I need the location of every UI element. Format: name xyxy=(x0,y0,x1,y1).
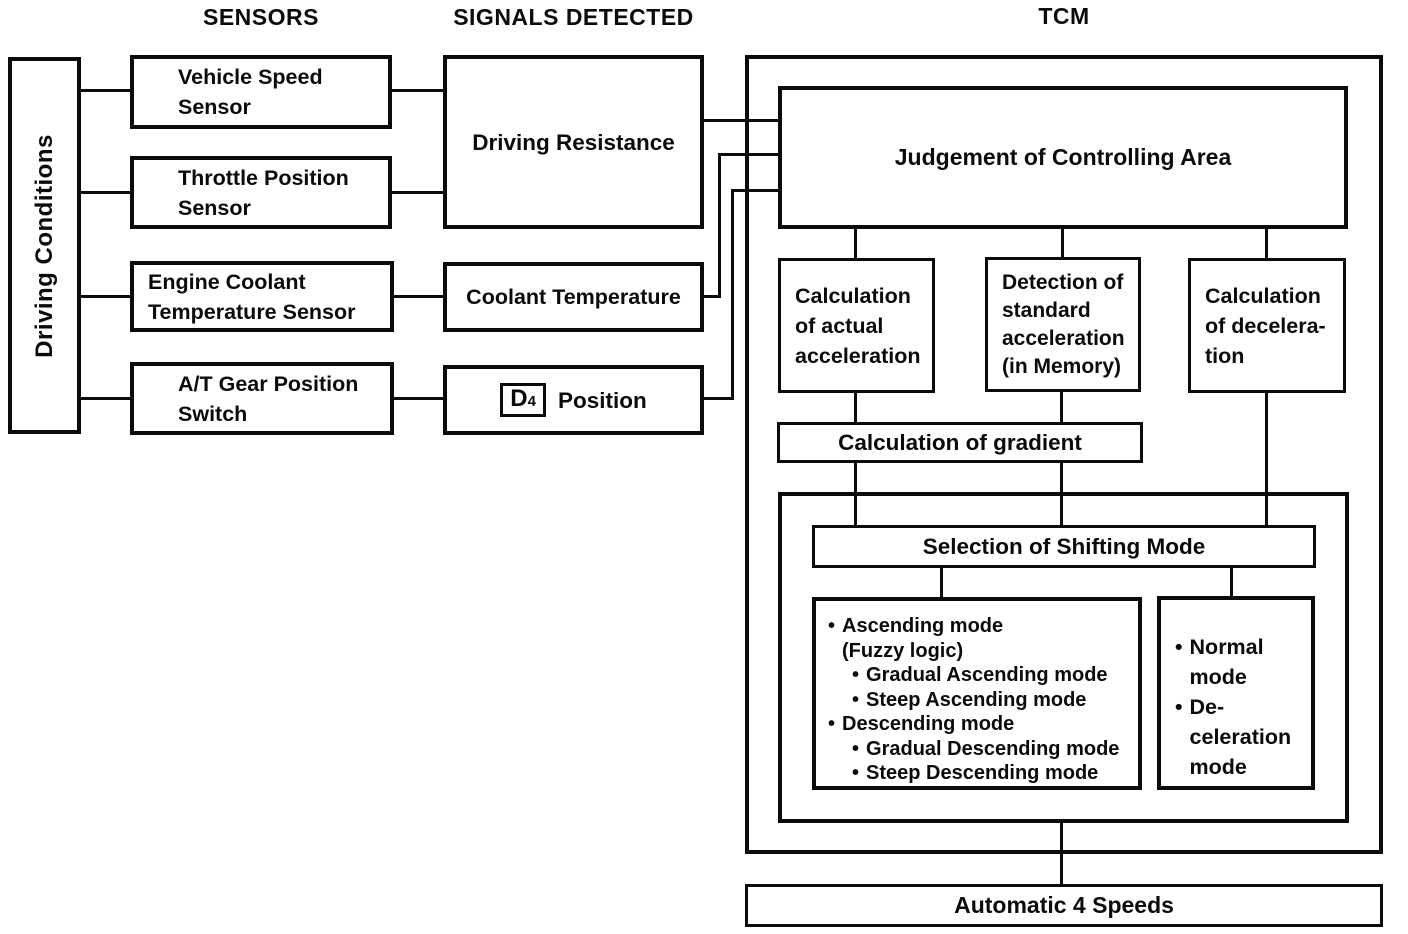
selection-shifting-mode-label: Selection of Shifting Mode xyxy=(922,534,1206,559)
connector-vss-driving-resistance xyxy=(390,89,443,92)
bullet-icon: • xyxy=(852,737,860,760)
sensor-box-at-gear-position: A/T Gear Position Switch xyxy=(130,362,394,435)
calc-deceleration-label: Calculation of decelera- tion xyxy=(1205,283,1326,368)
mode-list-item: • Ascending mode (Fuzzy logic) xyxy=(828,614,1132,663)
mode-gradual-descending: Gradual Descending mode xyxy=(866,737,1120,760)
connector-selection-normal-box xyxy=(1230,567,1233,597)
connector-atg-d4-position xyxy=(392,397,443,400)
signal-box-driving-resistance: Driving Resistance xyxy=(443,55,704,229)
mode-list-item: •De- celeration mode xyxy=(1175,692,1307,782)
at-gear-position-switch-label: A/T Gear Position Switch xyxy=(178,371,359,426)
mode-list-item: • Steep Ascending mode xyxy=(852,688,1132,713)
connector-tcm-automatic-speeds xyxy=(1060,822,1063,885)
connector-coolant-temp-elbow-h1 xyxy=(703,295,720,298)
connector-dc-coolant xyxy=(81,295,130,298)
connector-judgement-detection xyxy=(1061,228,1064,258)
column-header-sensors: SENSORS xyxy=(203,4,319,30)
mode-list-item: • Gradual Ascending mode xyxy=(852,663,1132,688)
connector-dc-at-gear xyxy=(81,397,130,400)
connector-coolant-temp-elbow-v xyxy=(718,153,721,298)
mode-descending: Descending mode xyxy=(842,713,1015,735)
bullet-icon: • xyxy=(852,664,860,686)
mode-list-item: •Normal mode xyxy=(1175,632,1307,692)
d4-position-label: Position xyxy=(557,387,647,413)
throttle-position-sensor-label: Throttle Position Sensor xyxy=(178,165,349,220)
connector-coolant-temp-judgement xyxy=(718,153,778,156)
driving-resistance-label: Driving Resistance xyxy=(472,129,675,155)
connector-d4-elbow-v xyxy=(731,189,734,400)
detection-standard-acceleration-label: Detection of standard acceleration (in M… xyxy=(1002,270,1125,378)
signal-box-coolant-temperature: Coolant Temperature xyxy=(443,262,704,332)
mode-steep-ascending: Steep Ascending mode xyxy=(866,688,1087,711)
d4-letter: D xyxy=(510,385,528,412)
calc-gradient-label: Calculation of gradient xyxy=(838,430,1082,455)
bullet-icon: • xyxy=(828,615,836,637)
bullet-icon: • xyxy=(828,713,836,735)
connector-judgement-calc-actual xyxy=(854,228,857,259)
sensor-box-engine-coolant: Engine Coolant Temperature Sensor xyxy=(130,261,394,332)
connector-gradient-selection-left xyxy=(854,462,857,526)
mode-gradual-ascending: Gradual Ascending mode xyxy=(866,664,1108,686)
connector-d4-elbow-h1 xyxy=(703,397,734,400)
mode-list-item: • Steep Descending mode xyxy=(852,761,1132,786)
connector-ects-coolant-temp xyxy=(392,295,443,298)
sensor-box-vehicle-speed: Vehicle Speed Sensor xyxy=(130,55,392,129)
connector-dc-throttle xyxy=(81,191,130,194)
connector-d4-judgement xyxy=(731,189,778,192)
normal-deceleration-modes-box: •Normal mode •De- celeration mode xyxy=(1157,596,1315,790)
mode-list-item: • Gradual Descending mode xyxy=(852,737,1132,762)
calc-deceleration-box: Calculation of decelera- tion xyxy=(1188,258,1346,393)
mode-ascending: Ascending mode (Fuzzy logic) xyxy=(842,615,1004,662)
calc-actual-acceleration-box: Calculation of actual acceleration xyxy=(778,258,935,393)
mode-steep-descending: Steep Descending mode xyxy=(866,762,1099,784)
detection-standard-acceleration-box: Detection of standard acceleration (in M… xyxy=(985,257,1141,392)
automatic-4-speeds-box: Automatic 4 Speeds xyxy=(745,884,1383,927)
connector-selection-ascending-box xyxy=(940,567,943,598)
connector-dc-vehicle-speed xyxy=(81,89,130,92)
driving-conditions-label: Driving Conditions xyxy=(30,133,58,358)
judgement-box: Judgement of Controlling Area xyxy=(778,86,1348,229)
connector-driving-resistance-judgement xyxy=(703,119,778,122)
mode-normal: Normal mode xyxy=(1189,635,1264,689)
driving-conditions-box: Driving Conditions xyxy=(8,57,81,434)
coolant-temperature-label: Coolant Temperature xyxy=(466,285,681,309)
bullet-icon: • xyxy=(852,688,860,711)
bullet-icon: • xyxy=(852,762,860,784)
connector-calc-actual-gradient xyxy=(854,392,857,423)
connector-gradient-selection-right xyxy=(1060,462,1063,526)
ascending-descending-modes-box: •Ascending mode (Fuzzy logic) •Gradual A… xyxy=(812,597,1142,790)
calc-actual-acceleration-label: Calculation of actual acceleration xyxy=(795,283,921,368)
mode-list-item: • Descending mode xyxy=(828,712,1132,737)
judgement-label: Judgement of Controlling Area xyxy=(894,144,1232,170)
calc-gradient-box: Calculation of gradient xyxy=(777,422,1143,463)
connector-calc-decel-selection xyxy=(1265,392,1268,526)
connector-judgement-calc-decel xyxy=(1265,228,1268,259)
column-header-signals-detected: SIGNALS DETECTED xyxy=(453,4,694,30)
mode-deceleration: De- celeration mode xyxy=(1189,695,1292,779)
sensor-box-throttle-position: Throttle Position Sensor xyxy=(130,156,392,229)
bullet-icon: • xyxy=(1175,635,1183,659)
engine-coolant-sensor-label: Engine Coolant Temperature Sensor xyxy=(148,269,356,324)
column-header-tcm: TCM xyxy=(1038,3,1090,29)
selection-shifting-mode-box: Selection of Shifting Mode xyxy=(812,525,1316,568)
bullet-icon: • xyxy=(1175,695,1183,719)
connector-tps-driving-resistance xyxy=(390,191,443,194)
vehicle-speed-sensor-label: Vehicle Speed Sensor xyxy=(178,65,323,119)
automatic-4-speeds-label: Automatic 4 Speeds xyxy=(954,892,1174,918)
d4-subscript: 4 xyxy=(527,393,536,410)
connector-detection-gradient xyxy=(1060,391,1063,423)
